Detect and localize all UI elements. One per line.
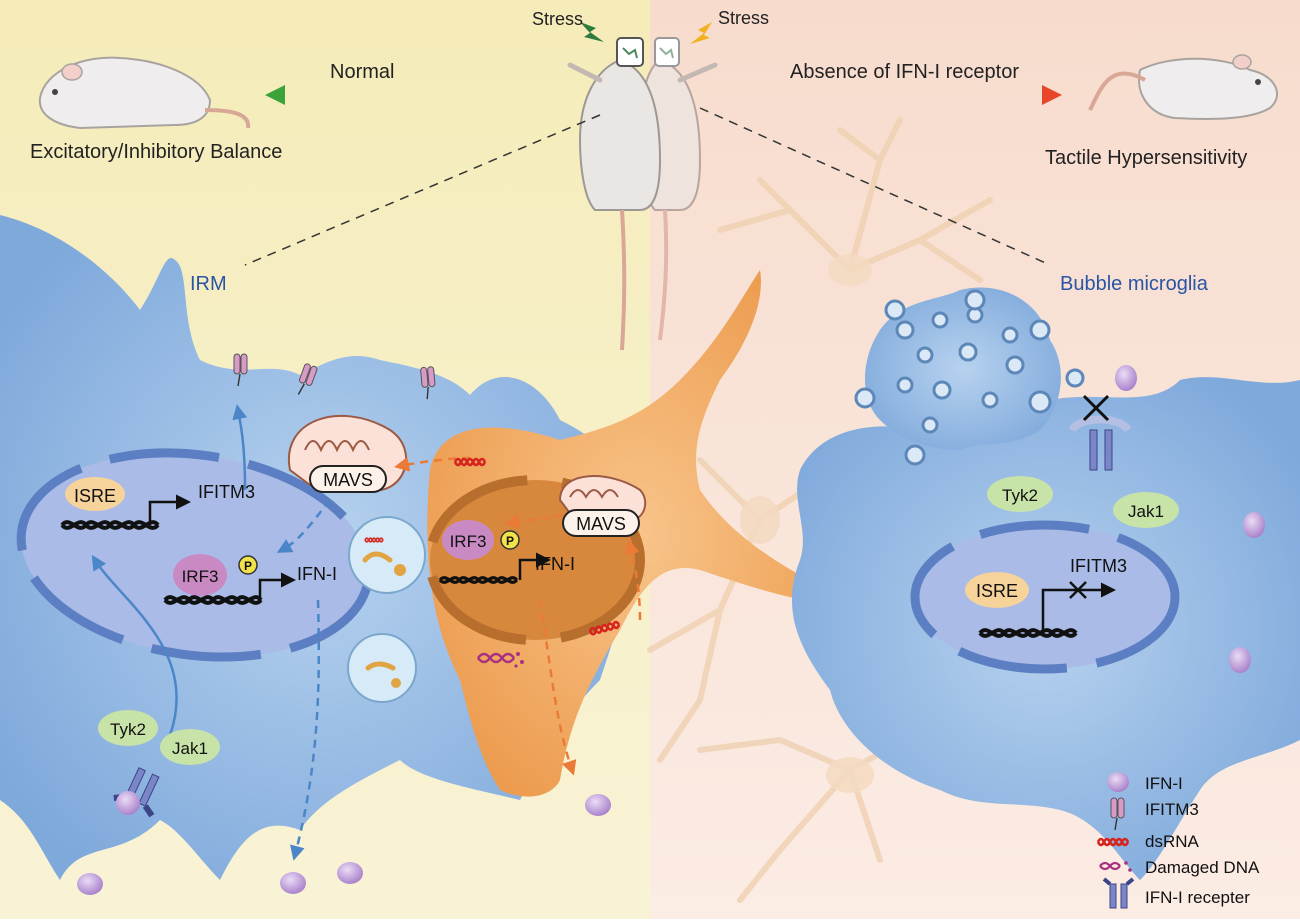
stress-left-label: Stress (532, 9, 583, 29)
legend: IFN-I IFITM3 dsRNA Damaged DNA IFN-I rec… (1096, 772, 1260, 909)
connector-left (244, 114, 601, 266)
bubble-isre-bubble (965, 572, 1029, 608)
bubble-isre-label: ISRE (976, 581, 1018, 601)
absence-arrowhead (1042, 85, 1062, 105)
legend-dsrna-label: dsRNA (1145, 832, 1200, 851)
irm-tyk2-label: Tyk2 (110, 720, 146, 739)
absence-label: Absence of IFN-I receptor (790, 61, 1019, 83)
irm-dna-1 (60, 520, 160, 530)
blocked-receptor-x-icon (1082, 394, 1110, 422)
lightning-left-icon (580, 22, 604, 42)
legend-receptor-icon (1102, 877, 1135, 909)
irm-ifitm3-label: IFITM3 (198, 482, 255, 502)
neuron-mavs-box (562, 509, 640, 537)
bubble-jak1-label: Jak1 (1128, 502, 1164, 521)
irm-jak1-label: Jak1 (172, 739, 208, 758)
neuron-damaged-dna (477, 652, 524, 668)
neuron-irf3-label: IRF3 (450, 532, 487, 551)
background-neuron-somas (740, 254, 874, 793)
irm-transcription-arrow-2 (258, 572, 296, 600)
irm-jak-to-isre-arrow (91, 554, 178, 736)
irm-jak1-bubble (160, 729, 220, 765)
blocked-transcription-x-icon (1069, 581, 1087, 599)
neuron-ifn-secretion-arrow (538, 599, 577, 776)
irm-mito-cristae (304, 440, 370, 453)
normal-arrowhead (265, 85, 285, 105)
irm-label: IRM (190, 273, 227, 295)
neuron-mavs-to-irf3-arrow (504, 513, 564, 529)
neuron-phospho-label: P (506, 534, 514, 548)
neuron-mavs-label: MAVS (576, 514, 626, 534)
irm-phospho-label: P (244, 559, 252, 573)
irm-lysosome-1 (348, 516, 426, 594)
bubble-transcription-arrow (1041, 582, 1116, 630)
legend-receptor-label: IFN-I recepter (1145, 888, 1250, 907)
legend-damaged-dna-icon (1099, 861, 1132, 872)
irm-mavs-label: MAVS (323, 470, 373, 490)
stress-right-label: Stress (718, 8, 769, 28)
neuron-ifn-label: IFN-I (535, 554, 575, 574)
irm-tyk2-bubble (98, 710, 158, 746)
lightning-right-icon (690, 22, 712, 44)
irm-ifn-label: IFN-I (297, 564, 337, 584)
irm-mavs-box (309, 465, 387, 493)
mouse-pair (567, 37, 718, 351)
irm-transcription-arrow-1 (148, 494, 191, 525)
normal-label: Normal (330, 61, 394, 83)
irm-ifitm3-export-arrow (232, 404, 248, 491)
irm-lysosome-2 (347, 633, 417, 703)
neuron-transcription-arrow (518, 552, 551, 580)
legend-ifn-label: IFN-I (1145, 774, 1183, 793)
bubble-microglia-label: Bubble microglia (1060, 273, 1209, 295)
hypersensitive-mouse-icon (1088, 54, 1279, 120)
irm-isre-label: ISRE (74, 486, 116, 506)
bubble-nucleus (910, 520, 1180, 674)
irm-irf3-bubble (173, 554, 227, 596)
legend-ifn-icon (1107, 772, 1129, 792)
neuron-mito-cristae (569, 489, 619, 500)
bubble-ifn-receptor (1068, 415, 1132, 471)
irm-dna-2 (163, 595, 263, 605)
legend-ifitm3-label: IFITM3 (1145, 800, 1199, 819)
ifn-particles (77, 365, 1265, 895)
neuron-phospho-badge (500, 530, 520, 550)
irm-isre-bubble (65, 477, 125, 511)
irm-irf3-label: IRF3 (182, 567, 219, 586)
right-outcome-label: Tactile Hypersensitivity (1045, 147, 1247, 169)
bubble-ifitm3-label: IFITM3 (1070, 556, 1127, 576)
irm-ifn-secretion-arrow (290, 599, 321, 861)
bubble-tyk2-bubble (987, 476, 1053, 512)
normal-mouse-icon (38, 56, 251, 130)
neuron-irf3-bubble (442, 520, 494, 560)
bubble-vesicles (854, 289, 1085, 466)
bubble-tyk2-label: Tyk2 (1002, 486, 1038, 505)
irm-bound-ifn (116, 791, 140, 815)
legend-damaged-dna-label: Damaged DNA (1145, 858, 1260, 877)
bubble-dna (978, 628, 1078, 638)
left-outcome-label: Excitatory/Inhibitory Balance (30, 141, 282, 163)
neuron-dsrna-to-mavs-arrow (624, 539, 642, 621)
bubble-jak1-bubble (1113, 492, 1179, 528)
neuron-dna (438, 576, 519, 584)
irm-phospho-badge (238, 555, 258, 575)
